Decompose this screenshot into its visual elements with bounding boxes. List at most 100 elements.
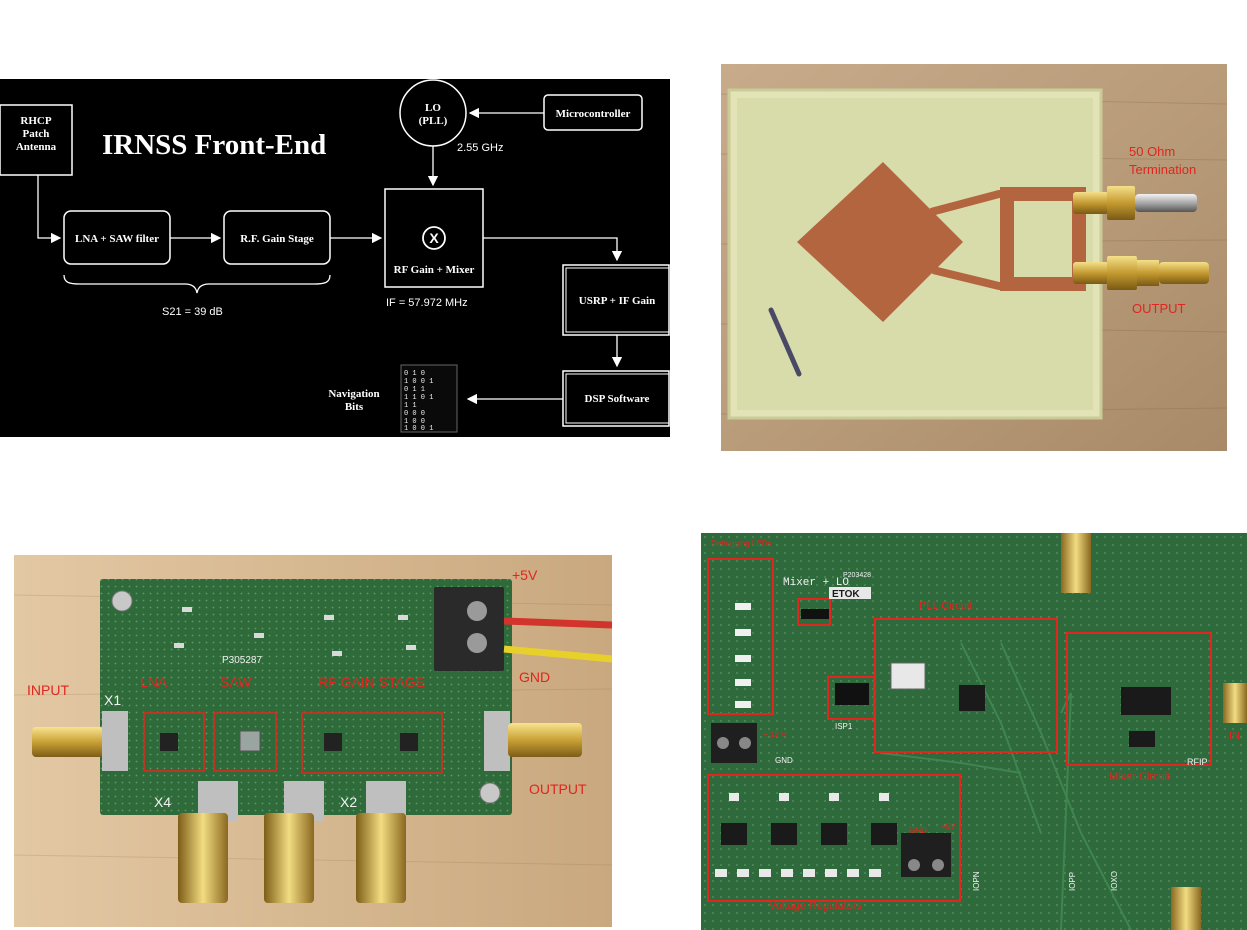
bits-row-2: 1 0 0 1 <box>404 378 433 386</box>
lna-board-photo: X1 X2 X4 P305287 +5V GND INPUT OUTPUT LN… <box>14 555 612 927</box>
etok-label: ETOK <box>832 589 860 600</box>
output-connector <box>1073 256 1209 290</box>
power-label: +5V <box>512 567 538 583</box>
top-sma-connector <box>1061 533 1091 593</box>
rfip-label: RFIP <box>1187 757 1208 767</box>
12v-terminal-screw-2 <box>739 737 751 749</box>
dsp-inner-border <box>565 373 670 424</box>
if-label: IF = 57.972 MHz <box>386 297 468 309</box>
hybrid-coupler <box>1000 187 1086 291</box>
silk-iopn: IOPN <box>972 871 981 891</box>
bits-row-8: 1 0 0 1 <box>404 425 433 433</box>
input-label: INPUT <box>27 682 69 698</box>
input-sma-connector <box>32 711 128 771</box>
diagram-title: IRNSS Front-End <box>102 129 326 161</box>
antenna-label-1: RHCP <box>20 115 51 127</box>
isp-label: ISP1 <box>835 722 853 731</box>
antenna-block <box>0 104 73 176</box>
mixer-board-panel: Debugging LEDs Mixer + LO P203428 ETOK P… <box>701 533 1247 930</box>
mount-screw-br <box>479 782 501 804</box>
crystal-oscillator <box>890 662 926 690</box>
rf-gain-section-box <box>301 712 443 774</box>
bottom-sma-connectors <box>178 781 406 903</box>
usrp-inner-border <box>565 267 670 333</box>
lna-board-panel: X1 X2 X4 P305287 +5V GND INPUT OUTPUT LN… <box>14 555 612 927</box>
termination-label-2: Termination <box>1129 162 1196 177</box>
dsp-label: DSP Software <box>585 393 650 405</box>
patch-antenna <box>797 162 963 322</box>
block-diagram: RHCP Patch Antenna IRNSS Front-End LO (P… <box>0 79 670 433</box>
mount-screw-tl <box>111 590 133 612</box>
bits-row-1: 0 1 0 <box>404 370 425 378</box>
isp-header <box>835 683 869 705</box>
pll-chip <box>959 685 985 711</box>
board-id: P203428 <box>843 572 871 579</box>
voltage-regulators-box <box>707 774 961 902</box>
output-label: OUTPUT <box>529 781 587 797</box>
bottom-sma-connector <box>1171 887 1201 930</box>
bits-matrix-icon <box>400 364 458 433</box>
power-terminal-block <box>434 587 504 671</box>
silk-x2: X2 <box>340 794 357 810</box>
silk-x4: X4 <box>154 794 171 810</box>
in-label: IN <box>1229 730 1240 742</box>
bits-row-4: 1 1 0 1 <box>404 394 433 402</box>
block-diagram-panel: RHCP Patch Antenna IRNSS Front-End LO (P… <box>0 79 670 437</box>
12v-label: + 12 V <box>763 730 787 739</box>
voltage-regulators-label: Voltage Regulators <box>769 900 862 912</box>
bits-row-5: 1 1 <box>404 402 417 410</box>
nav-label-1: Navigation <box>328 388 379 400</box>
mixer-symbol-icon <box>422 226 446 250</box>
rf-gain-label: R.F. Gain Stage <box>240 233 314 245</box>
bits-row-6: 0 0 0 <box>404 410 425 418</box>
gain-brace <box>63 274 331 294</box>
mixer-label: RF Gain + Mixer <box>394 264 475 276</box>
yellow-wire <box>503 645 612 663</box>
mixer-symbol-text: X <box>429 230 439 246</box>
red-wire <box>503 617 612 629</box>
terminal-screw-bottom <box>467 633 487 653</box>
bits-row-3: 0 1 1 <box>404 386 425 394</box>
12v-terminal-screw-1 <box>717 737 729 749</box>
antenna-label-3: Antenna <box>16 141 57 153</box>
debug-leds-label: Debugging LEDs <box>711 539 771 548</box>
pll-circuit-label: PLL Circuit <box>919 600 972 612</box>
rf-gain-chip-1 <box>324 733 342 751</box>
silk-partno: P305287 <box>222 655 262 666</box>
nav-label-2: Bits <box>345 401 364 413</box>
etok-label-bg <box>829 587 871 599</box>
mixer-circuit-label: Mixer Circuit <box>1109 771 1170 783</box>
mixer-board-photo: Debugging LEDs Mixer + LO P203428 ETOK P… <box>701 533 1247 930</box>
section-lna-label: LNA <box>140 674 168 690</box>
5v-terminal-screw-1 <box>908 859 920 871</box>
antenna-label-2: Patch <box>23 128 50 140</box>
5v-terminal-block <box>901 833 951 877</box>
antenna-photo: 50 Ohm Termination OUTPUT <box>721 64 1227 451</box>
lna-section-box <box>143 712 205 772</box>
regulator-capacitors <box>715 793 889 877</box>
lna-chip <box>160 733 178 751</box>
5v-terminal-screw-2 <box>932 859 944 871</box>
passive-components <box>174 607 416 656</box>
pen-mark <box>768 307 802 377</box>
s21-label: S21 = 39 dB <box>162 306 223 318</box>
saw-section-box <box>213 712 277 772</box>
silk-x1: X1 <box>104 692 121 708</box>
terminal-screw-top <box>467 601 487 621</box>
lna-label: LNA + SAW filter <box>75 233 159 245</box>
microcontroller-label: Microcontroller <box>556 108 631 120</box>
mixer-aux-chip <box>1129 731 1155 747</box>
debug-leds-box <box>707 558 774 715</box>
mixer-chip <box>1121 687 1171 715</box>
arrow-mixer-to-usrp <box>483 237 623 262</box>
lo-label-2: (PLL) <box>419 115 448 127</box>
pcb-via-pattern <box>701 533 1247 930</box>
voltage-regulator-chips <box>721 823 897 845</box>
silk-iopp: IOPP <box>1068 872 1077 891</box>
termination-label-1: 50 Ohm <box>1129 144 1175 159</box>
right-sma-connector <box>1223 683 1247 723</box>
termination-connector <box>1073 186 1197 220</box>
output-sma-connector <box>484 711 582 771</box>
saw-filter-chip <box>239 730 261 752</box>
pll-circuit-box <box>874 618 1058 753</box>
